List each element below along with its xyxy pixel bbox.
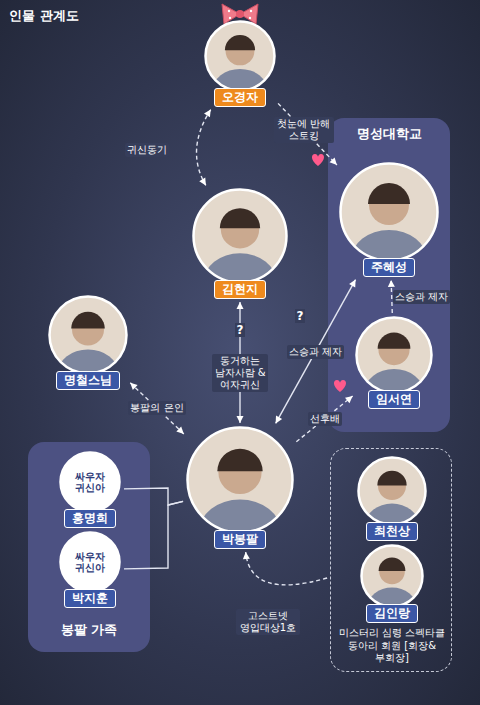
photo-frame [50,297,127,374]
portrait [360,544,424,608]
group-heading: 명성대학교 [333,126,445,142]
relation-connector [243,552,327,585]
group-panel: 명성대학교주혜성임서연 [328,118,450,432]
shoulders [199,499,281,534]
portrait [204,20,276,92]
portrait-photo [357,456,427,526]
character-node: 박봉팔 [186,426,294,549]
name-tag: 김현지 [214,280,266,299]
relation-connector [197,110,211,186]
character-node: 오경자 [204,20,276,107]
character-node: 명철스님 [48,295,128,390]
heart-symbol [312,154,324,166]
name-tag: 박봉팔 [214,530,266,549]
hair [378,332,411,348]
hair [71,312,105,329]
shoulders [213,69,268,92]
photo-frame [194,190,287,283]
hair [368,183,410,204]
arrow-head [243,552,250,559]
hair [379,557,406,570]
photo-frame [359,458,426,525]
portrait-photo [192,188,288,284]
hair [225,35,255,50]
question-mark: ? [295,309,306,323]
relation-label: 동거하는 남자사람 &여자귀신 [212,354,268,392]
shoulders [364,369,423,394]
hair [377,471,406,486]
photo-frame [357,318,432,393]
photo-frame [341,164,438,261]
name-tag: 최천상 [366,522,418,541]
photo-frame [188,428,293,533]
arrow-head [237,302,244,309]
name-tag: 명철스님 [56,371,120,390]
portrait [186,426,294,534]
shoulders [365,504,418,526]
relation-label: 선후배 [308,412,342,426]
relation-line [197,110,211,186]
name-tag: 김인랑 [366,604,418,623]
question-mark: ? [235,323,246,337]
name-tag: 홍명희 [64,509,116,528]
arrow-head [199,178,206,186]
portrait [48,295,128,375]
character-node: 임서연 [355,316,433,409]
portrait [357,456,427,526]
character-node: 김현지 [192,188,288,299]
photo-frame [206,22,275,91]
logo-text: 싸우자 귀신아 [70,551,110,574]
arrow-head [276,416,282,424]
character-node: 최천상 [357,456,427,541]
club-caption: 미스터리 심령 스펙타클 동아리 회원 [회장&부회장] [336,627,448,665]
badge-circle [61,533,120,592]
portrait-photo [339,162,439,262]
portrait-photo [204,20,276,92]
portrait [192,188,288,284]
portrait [339,162,439,262]
group-heading: 봉팔 가족 [33,622,145,638]
portrait-photo [48,295,128,375]
relation-label: 귀신동기 [125,143,169,157]
relation-label: 스승과 제자 [287,345,344,359]
character-node: 주혜성 [339,162,439,277]
chart-title: 인물 관계도 [9,7,79,25]
portrait-photo [186,426,294,534]
name-tag: 오경자 [214,88,266,107]
logo-text: 싸우자 귀신아 [70,471,110,494]
photo-frame [362,546,423,607]
hair [217,449,262,472]
relation-label: 스승과 제자 [393,290,450,304]
relation-label: 고스트넷 영입대상1호 [236,609,300,635]
character-node: 김인랑 [360,544,424,623]
arrow-head [204,110,211,118]
arrow-head [176,427,183,434]
hair [220,208,260,228]
relation-label: 봉팔의 은인 [128,401,185,415]
portrait [355,316,433,394]
relation-label: 첫눈에 반해 스토킹 [274,117,334,143]
relation-line [246,552,327,585]
shoulders [204,253,277,284]
badge-circle [61,453,120,512]
group-panel: 미스터리 심령 스펙타클 동아리 회원 [회장&부회장] 최천상김인랑 [330,448,452,672]
arrow-head [130,383,137,390]
name-tag: 임서연 [368,390,420,409]
arrow-head [237,416,244,423]
name-tag: 주혜성 [363,258,415,277]
portrait-photo [360,544,424,608]
shoulders [351,230,427,262]
portrait-photo [355,316,433,394]
name-tag: 박지훈 [64,589,116,608]
